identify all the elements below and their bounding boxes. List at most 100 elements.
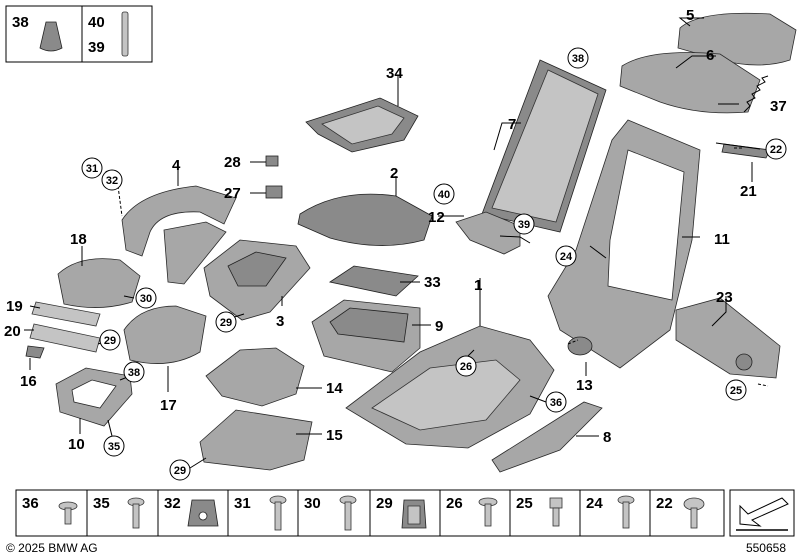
part-27-clip xyxy=(265,185,283,199)
part-23-hole xyxy=(735,353,753,371)
part-13-cap xyxy=(567,336,593,356)
callout-18: 18 xyxy=(70,231,87,248)
circled-callout-39: 39 xyxy=(513,213,535,235)
part-2-lid xyxy=(297,193,433,246)
part-20-strip xyxy=(29,323,101,353)
screw-30-icon xyxy=(339,495,357,531)
callout-9: 9 xyxy=(435,318,443,335)
circled-label-29a: 29 xyxy=(220,317,232,329)
callout-27: 27 xyxy=(224,185,241,202)
inset-label-40: 40 xyxy=(88,14,105,31)
circled-callout-22: 22 xyxy=(765,138,787,160)
circled-label-40: 40 xyxy=(438,189,450,201)
screw-25-icon xyxy=(549,497,563,527)
inset-label-39: 39 xyxy=(88,39,105,56)
callout-4: 4 xyxy=(172,157,181,174)
part-14-bracket xyxy=(205,347,305,407)
part-28-clip xyxy=(265,155,279,167)
circled-label-39: 39 xyxy=(518,219,530,231)
part-19-strip xyxy=(31,301,101,327)
circled-callout-29c: 29 xyxy=(169,459,191,481)
fastener-label-25: 25 xyxy=(516,495,533,512)
circled-label-29b: 29 xyxy=(104,335,116,347)
part-34-tray-inner xyxy=(321,105,405,145)
circled-callout-35: 35 xyxy=(103,435,125,457)
circled-label-38a: 38 xyxy=(572,53,584,65)
callout-34: 34 xyxy=(386,65,403,82)
fastener-strip: 36 35 32 31 30 29 26 25 24 22 xyxy=(15,489,725,537)
fastener-label-26: 26 xyxy=(446,495,463,512)
circled-callout-24: 24 xyxy=(555,245,577,267)
circled-callout-29b: 29 xyxy=(99,329,121,351)
circled-label-38b: 38 xyxy=(128,367,140,379)
callout-13: 13 xyxy=(576,377,593,394)
part-7-backrest-face xyxy=(491,69,599,223)
callout-12: 12 xyxy=(428,209,445,226)
fastener-label-24: 24 xyxy=(586,495,603,512)
part-17-cover xyxy=(123,305,207,364)
callout-8: 8 xyxy=(603,429,611,446)
part-15-control-module xyxy=(199,409,313,471)
circled-callout-38a: 38 xyxy=(567,47,589,69)
circled-callout-32: 32 xyxy=(101,169,123,191)
fastener-label-30: 30 xyxy=(304,495,321,512)
circled-callout-30: 30 xyxy=(135,287,157,309)
callout-28: 28 xyxy=(224,154,241,171)
drawing-id-text: 550658 xyxy=(745,541,786,555)
fastener-label-31: 31 xyxy=(234,495,251,512)
clip-29-icon xyxy=(401,499,427,529)
circled-label-30: 30 xyxy=(140,293,152,305)
circled-callout-31: 31 xyxy=(81,157,103,179)
part-18-cover xyxy=(57,258,141,308)
circled-callout-29a: 29 xyxy=(215,311,237,333)
circled-callout-26: 26 xyxy=(455,355,477,377)
circled-callout-40: 40 xyxy=(433,183,455,205)
circled-label-32: 32 xyxy=(106,175,118,187)
circled-label-22: 22 xyxy=(770,144,782,156)
fastener-label-22: 22 xyxy=(656,495,673,512)
inset-label-38: 38 xyxy=(12,14,29,31)
circled-label-24: 24 xyxy=(560,251,573,263)
callout-19: 19 xyxy=(6,298,23,315)
rubber-buffer-icon xyxy=(39,21,63,52)
screw-36-icon xyxy=(58,501,78,525)
part-8-side-trim xyxy=(491,401,603,473)
circled-label-35: 35 xyxy=(108,441,120,453)
circled-label-31: 31 xyxy=(86,163,98,175)
callout-6: 6 xyxy=(706,47,714,64)
callout-10: 10 xyxy=(68,436,85,453)
callout-14: 14 xyxy=(326,380,343,397)
clip-nut-32-icon xyxy=(187,499,219,527)
callout-21: 21 xyxy=(740,183,757,200)
part-4-trim-ring xyxy=(121,185,237,257)
part-9-bin-inner xyxy=(329,307,409,343)
part-10-frame-opening xyxy=(71,379,117,409)
copyright-text: © 2025 BMW AG xyxy=(6,541,98,555)
circled-callout-25: 25 xyxy=(725,379,747,401)
callout-2: 2 xyxy=(390,165,398,182)
callout-33: 33 xyxy=(424,274,441,291)
pin-icon xyxy=(121,11,129,57)
direction-arrow-icon xyxy=(739,497,789,527)
circled-label-25: 25 xyxy=(730,385,742,397)
part-11-frame-opening xyxy=(607,149,685,301)
screw-35-icon xyxy=(127,497,145,529)
part-1-console-tray xyxy=(371,359,521,431)
part-3-cup-holder-wells xyxy=(227,251,287,287)
part-4-trim-leg xyxy=(163,221,227,285)
callout-15: 15 xyxy=(326,427,343,444)
callout-7: 7 xyxy=(508,116,516,133)
circled-label-36: 36 xyxy=(550,397,562,409)
callout-1: 1 xyxy=(474,277,482,294)
screw-31-icon xyxy=(269,495,287,531)
part-37-spring xyxy=(743,75,769,113)
callout-5: 5 xyxy=(686,7,694,24)
fastener-label-35: 35 xyxy=(93,495,110,512)
callout-11: 11 xyxy=(714,231,730,248)
part-33-mat xyxy=(328,265,419,297)
screw-24-icon xyxy=(617,495,635,529)
circled-callout-38b: 38 xyxy=(123,361,145,383)
callout-17: 17 xyxy=(160,397,177,414)
fastener-label-32: 32 xyxy=(164,495,181,512)
